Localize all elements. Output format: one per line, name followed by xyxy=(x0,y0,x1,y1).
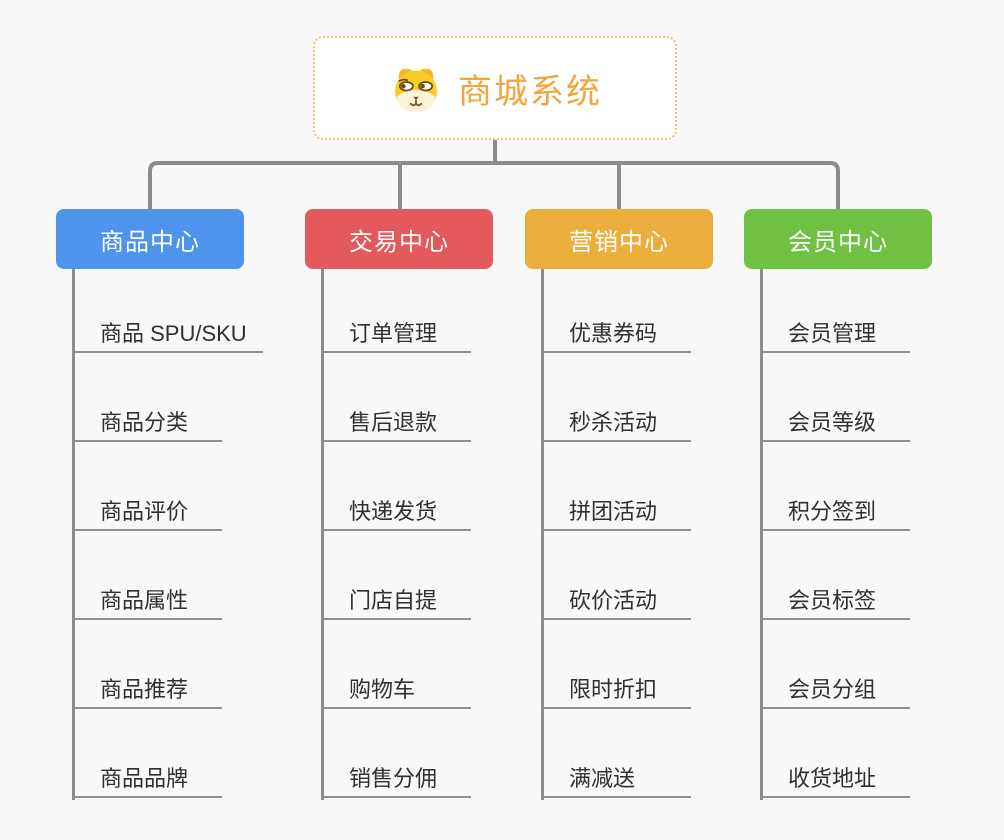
leaf-node[interactable]: 满减送 xyxy=(541,758,691,798)
leaf-label: 会员标签 xyxy=(788,587,877,613)
leaf-label: 会员等级 xyxy=(788,409,877,435)
branch-label: 营销中心 xyxy=(569,228,669,256)
leaf-label: 订单管理 xyxy=(349,320,438,346)
branch-node[interactable]: 交易中心 xyxy=(305,209,493,269)
leaf-node[interactable]: 拼团活动 xyxy=(541,491,691,531)
branch-rail-line xyxy=(148,161,840,209)
leaf-label: 会员管理 xyxy=(788,320,877,346)
leaf-label: 会员分组 xyxy=(788,676,877,702)
branch-node[interactable]: 商品中心 xyxy=(56,209,244,269)
leaf-label: 限时折扣 xyxy=(569,676,658,702)
leaf-node[interactable]: 会员分组 xyxy=(760,669,910,709)
leaf-label: 商品属性 xyxy=(100,587,189,613)
leaf-node[interactable]: 售后退款 xyxy=(321,402,471,442)
leaf-label: 商品评价 xyxy=(100,498,189,524)
leaf-label: 售后退款 xyxy=(349,409,438,435)
root-node[interactable]: 商城系统 xyxy=(313,36,677,140)
leaf-node[interactable]: 收货地址 xyxy=(760,758,910,798)
leaf-label: 商品 SPU/SKU xyxy=(100,320,247,346)
branch-node[interactable]: 营销中心 xyxy=(525,209,713,269)
leaf-node[interactable]: 秒杀活动 xyxy=(541,402,691,442)
leaf-node[interactable]: 销售分佣 xyxy=(321,758,471,798)
leaf-node[interactable]: 快递发货 xyxy=(321,491,471,531)
branch-column: 会员中心 会员管理 会员等级 积分签到 会员标签 会员分组 收货地址 xyxy=(744,209,932,800)
leaf-label: 拼团活动 xyxy=(569,498,658,524)
leaf-node[interactable]: 商品 SPU/SKU xyxy=(72,313,263,353)
leaf-node[interactable]: 会员标签 xyxy=(760,580,910,620)
leaf-label: 收货地址 xyxy=(788,765,877,791)
branch-child-line xyxy=(321,269,324,800)
leaf-label: 销售分佣 xyxy=(349,765,438,791)
leaf-node[interactable]: 积分签到 xyxy=(760,491,910,531)
branch-column: 营销中心 优惠券码 秒杀活动 拼团活动 砍价活动 限时折扣 满减送 xyxy=(525,209,713,800)
branch-label: 商品中心 xyxy=(100,228,200,256)
branch-label: 会员中心 xyxy=(788,228,888,256)
leaf-label: 积分签到 xyxy=(788,498,877,524)
leaf-label: 购物车 xyxy=(349,676,416,702)
leaf-label: 商品推荐 xyxy=(100,676,189,702)
leaf-node[interactable]: 砍价活动 xyxy=(541,580,691,620)
branch-node[interactable]: 会员中心 xyxy=(744,209,932,269)
branch-child-line xyxy=(72,269,75,800)
leaf-node[interactable]: 商品分类 xyxy=(72,402,222,442)
leaf-node[interactable]: 限时折扣 xyxy=(541,669,691,709)
root-title: 商城系统 xyxy=(458,72,602,111)
leaf-node[interactable]: 商品属性 xyxy=(72,580,222,620)
leaf-node[interactable]: 优惠券码 xyxy=(541,313,691,353)
branch-column: 商品中心 商品 SPU/SKU 商品分类 商品评价 商品属性 商品推荐 商品品牌 xyxy=(56,209,263,800)
leaf-node[interactable]: 商品品牌 xyxy=(72,758,222,798)
branch-child-line xyxy=(760,269,763,800)
branch-child-line xyxy=(541,269,544,800)
leaf-label: 商品品牌 xyxy=(100,765,189,791)
leaf-node[interactable]: 商品推荐 xyxy=(72,669,222,709)
leaf-label: 门店自提 xyxy=(349,587,438,613)
branch-label: 交易中心 xyxy=(349,228,449,256)
leaf-label: 满减送 xyxy=(569,765,636,791)
leaf-node[interactable]: 会员等级 xyxy=(760,402,910,442)
leaf-node[interactable]: 购物车 xyxy=(321,669,471,709)
leaf-node[interactable]: 会员管理 xyxy=(760,313,910,353)
leaf-label: 优惠券码 xyxy=(569,320,658,346)
leaf-label: 砍价活动 xyxy=(569,587,658,613)
leaf-node[interactable]: 订单管理 xyxy=(321,313,471,353)
branch-column: 交易中心 订单管理 售后退款 快递发货 门店自提 购物车 销售分佣 xyxy=(305,209,493,800)
leaf-node[interactable]: 商品评价 xyxy=(72,491,222,531)
leaf-label: 秒杀活动 xyxy=(569,409,658,435)
leaf-label: 商品分类 xyxy=(100,409,189,435)
dog-face-icon xyxy=(388,60,444,116)
leaf-node[interactable]: 门店自提 xyxy=(321,580,471,620)
leaf-label: 快递发货 xyxy=(349,498,438,524)
